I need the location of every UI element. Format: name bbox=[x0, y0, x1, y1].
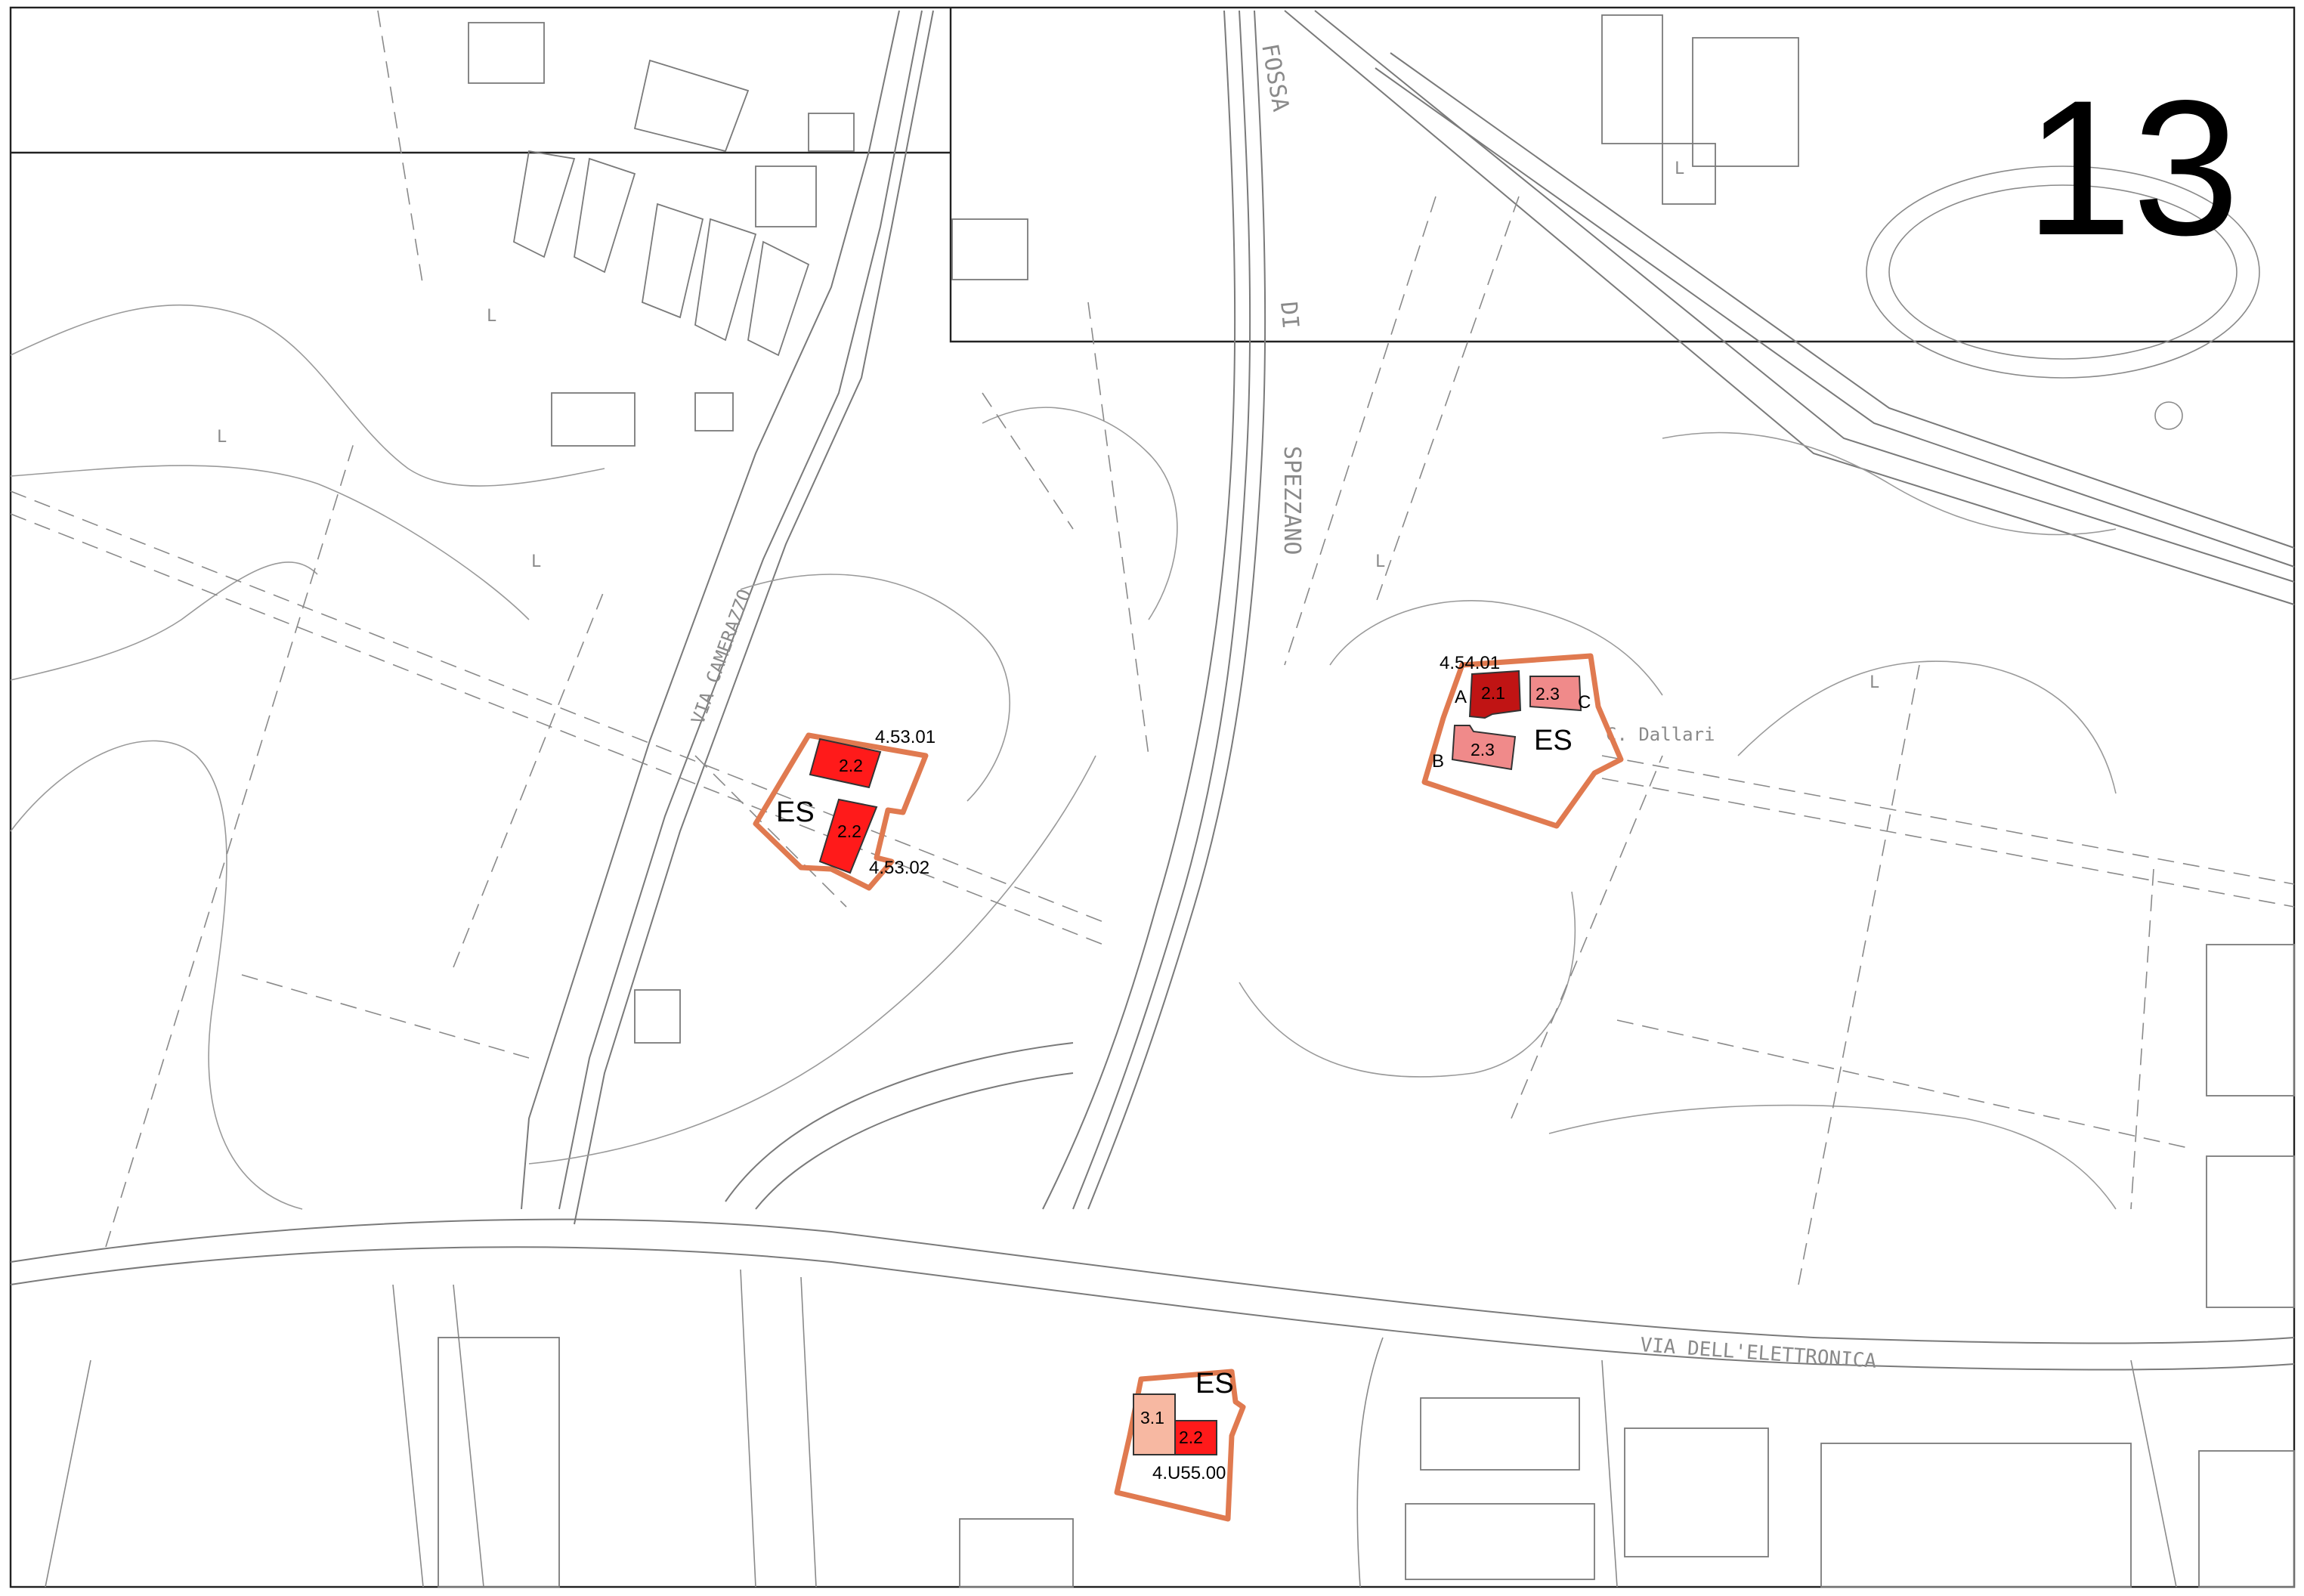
building-class-label: 2.3 bbox=[1535, 684, 1560, 704]
cadastral-linework bbox=[10, 10, 2295, 1588]
land-use-label: L bbox=[217, 428, 227, 447]
street-label-via-camerazzo: VIA CAMERAZZO bbox=[687, 586, 756, 727]
site-west[interactable]: 2.2 2.2 ES 4.53.01 4.53.02 bbox=[753, 727, 936, 891]
street-label-di: DI bbox=[1275, 301, 1304, 330]
wing-label-b: B bbox=[1432, 751, 1444, 772]
land-use-label: L bbox=[1675, 159, 1684, 178]
building-east-b[interactable] bbox=[1451, 725, 1517, 771]
zone-label: ES bbox=[1534, 725, 1573, 756]
place-label-c-dallari: C. Dallari bbox=[1606, 724, 1715, 745]
building-east-c[interactable] bbox=[1529, 676, 1582, 712]
building-class-label: 2.2 bbox=[1179, 1427, 1203, 1447]
site-code: 4.U55.00 bbox=[1152, 1463, 1226, 1483]
building-class-label: 2.3 bbox=[1471, 740, 1495, 759]
map-frame bbox=[9, 6, 2296, 1588]
sheet-number: 13 bbox=[2025, 60, 2240, 276]
street-label-via-elettronica: VIA DELL'ELETTRONICA bbox=[1640, 1334, 1878, 1373]
zone-label: ES bbox=[1195, 1368, 1234, 1400]
building-east-a[interactable] bbox=[1468, 670, 1522, 719]
site-boundary bbox=[1114, 1369, 1246, 1522]
land-use-label: L bbox=[531, 552, 541, 571]
zone-label: ES bbox=[776, 796, 815, 828]
site-boundary bbox=[753, 732, 929, 891]
building-class-label: 2.2 bbox=[839, 756, 863, 775]
building-west-bottom[interactable] bbox=[818, 798, 878, 874]
street-label-spezzano: SPEZZANO bbox=[1279, 446, 1305, 555]
site-code: 4.54.01 bbox=[1440, 653, 1500, 673]
wing-label-c: C bbox=[1578, 692, 1591, 713]
land-use-label: L bbox=[487, 307, 496, 326]
land-use-label: L bbox=[1375, 552, 1385, 571]
wing-label-a: A bbox=[1455, 687, 1467, 707]
site-code-top: 4.53.01 bbox=[875, 727, 936, 747]
land-use-label: L bbox=[1869, 673, 1879, 692]
site-code-bottom: 4.53.02 bbox=[869, 858, 929, 878]
site-south[interactable]: 3.1 2.2 ES 4.U55.00 bbox=[1114, 1368, 1246, 1522]
building-class-label: 3.1 bbox=[1140, 1408, 1164, 1427]
building-class-label: 2.2 bbox=[837, 821, 861, 841]
building-class-label: 2.1 bbox=[1481, 683, 1505, 703]
building-west-top[interactable] bbox=[809, 738, 882, 789]
site-boundary bbox=[1421, 653, 1624, 829]
building-south-right[interactable] bbox=[1174, 1420, 1217, 1455]
site-east[interactable]: 2.1 2.3 2.3 A B C ES 4.54.01 bbox=[1421, 653, 1624, 829]
street-labels: VIA CAMERAZZO FOSSA DI SPEZZANO C. Dalla… bbox=[217, 42, 1879, 1373]
street-label-fossa: FOSSA bbox=[1256, 42, 1294, 113]
